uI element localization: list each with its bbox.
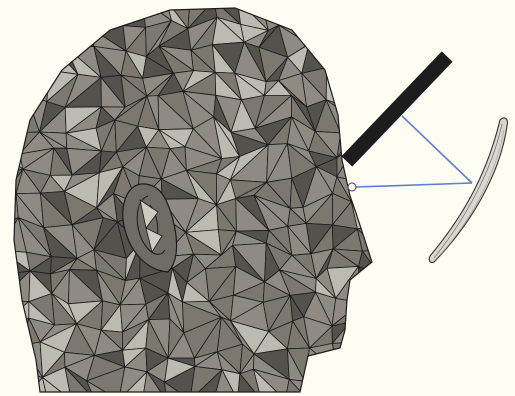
focal-point-icon <box>348 183 356 191</box>
